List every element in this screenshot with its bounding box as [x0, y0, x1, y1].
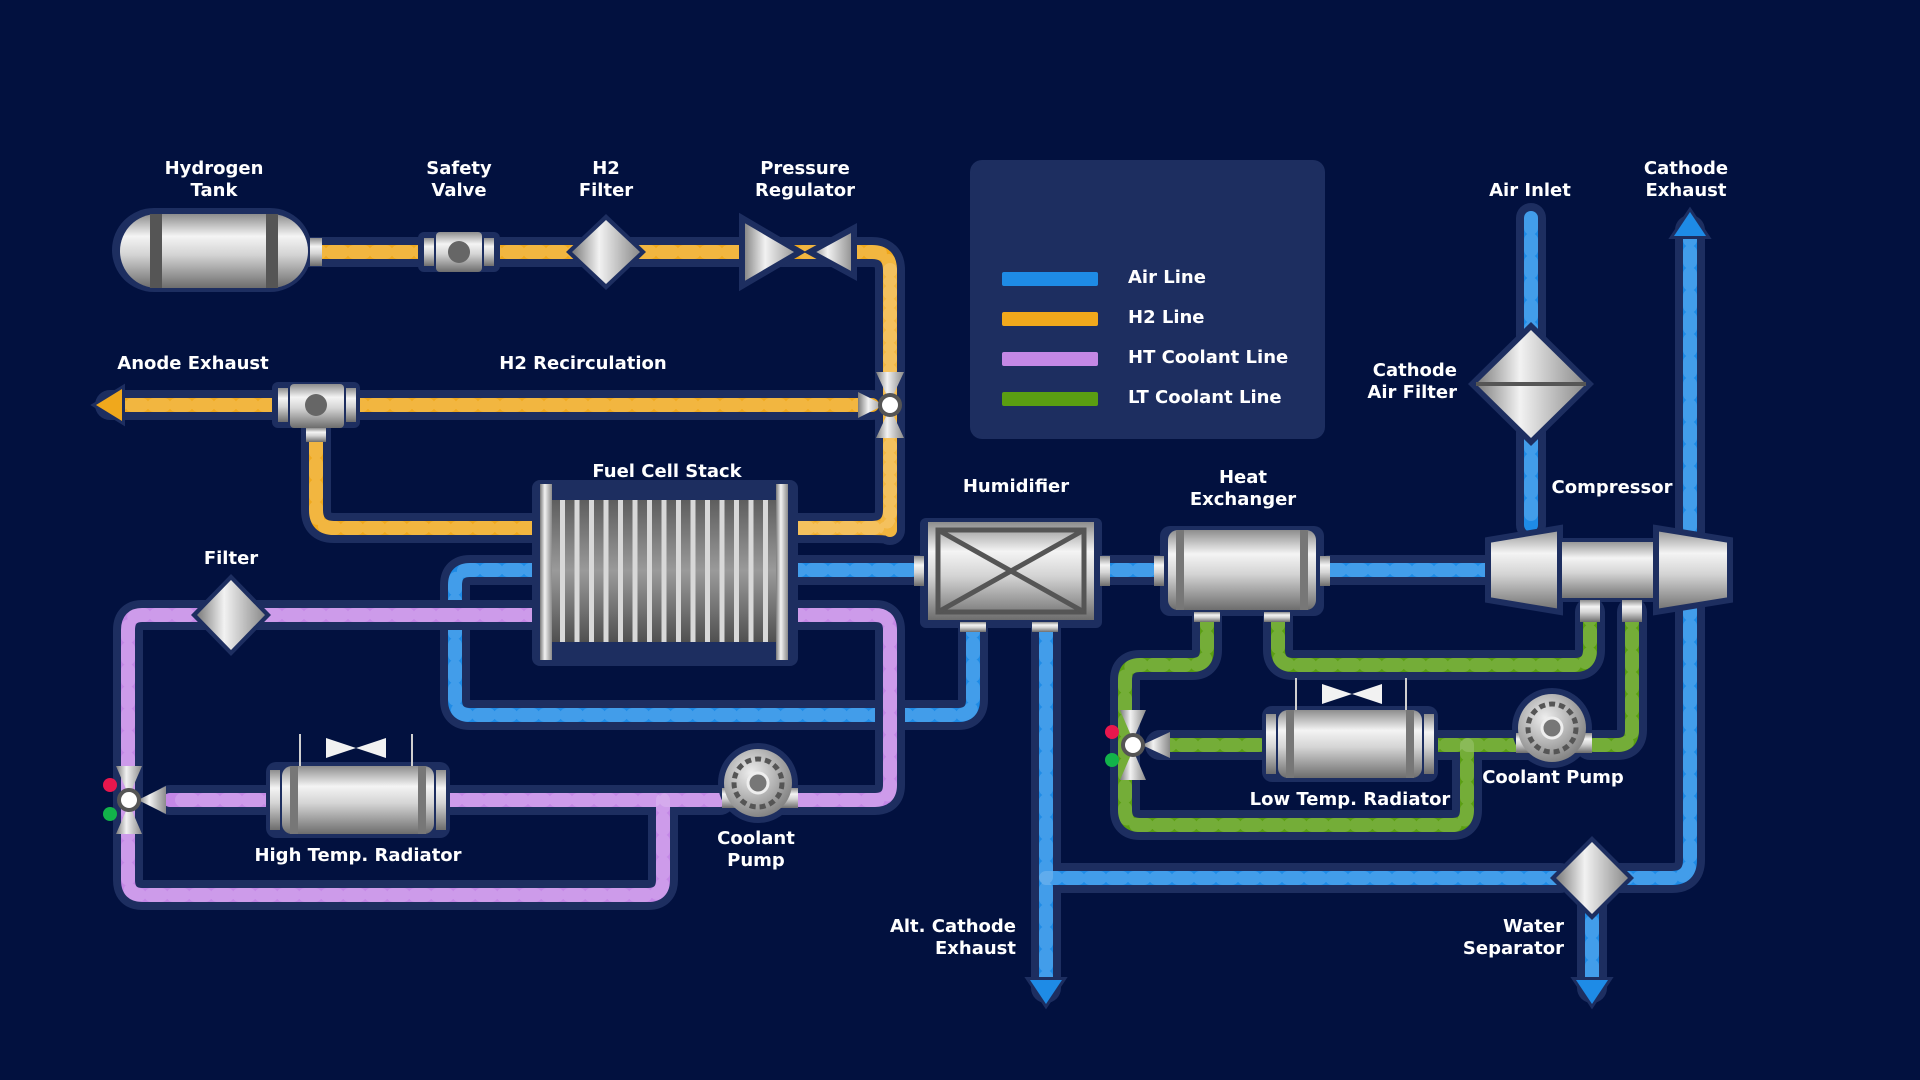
lt-coolant-valve: [1105, 710, 1170, 780]
lt-valve-red-indicator-icon: [1105, 725, 1119, 739]
stack-fin: [719, 500, 725, 642]
label-high-temp-radiator: High Temp. Radiator: [254, 845, 462, 866]
flow-arrows: [90, 206, 1712, 1010]
water-separator-outlet-arrow-icon: [1570, 977, 1614, 1010]
legend-panel: Air Line H2 Line HT Coolant Line LT Cool…: [970, 160, 1325, 439]
air-pipe-highlight: [448, 563, 980, 722]
h2-pipe-highlight: [309, 413, 547, 535]
stack-fin: [560, 500, 565, 642]
h2-filter: [566, 214, 646, 290]
humidifier: [914, 518, 1110, 632]
high-temp-radiator: [266, 734, 450, 838]
label-humidifier: Humidifier: [962, 476, 1070, 497]
air-pipe-highlight: [1593, 223, 1697, 885]
alt-cathode-exhaust-arrow-icon: [1024, 977, 1068, 1010]
h2-pipe-highlight: [783, 263, 897, 535]
stack-fin: [676, 500, 681, 642]
air-line-pipes: [440, 203, 1705, 1003]
label-fuel-cell-stack: Fuel Cell Stack: [592, 461, 742, 482]
label-safety-valve: Safety Valve: [426, 158, 492, 201]
hydrogen-tank: [112, 208, 322, 292]
stack-fin: [574, 500, 580, 642]
cathode-air-filter: [1468, 322, 1594, 446]
valve-green-indicator-icon: [103, 807, 117, 821]
label-cathode-exhaust: Cathode Exhaust: [1643, 158, 1729, 201]
ht-coolant-pipe: [121, 608, 670, 902]
label-air-inlet: Air Inlet: [1489, 180, 1571, 201]
ht-coolant-pump: [718, 743, 798, 823]
ht-coolant-pipe-highlight: [763, 608, 897, 807]
legend-label: HT Coolant Line: [1128, 347, 1289, 368]
ht-coolant-valve: [103, 766, 166, 834]
label-water-separator: Water Separator: [1462, 916, 1564, 959]
lt-fan-icon: [1322, 684, 1382, 704]
stack-fin: [705, 500, 710, 642]
h2-pipe: [783, 263, 897, 535]
ht-filter: [191, 574, 271, 656]
label-compressor: Compressor: [1551, 477, 1673, 498]
stack-fin: [690, 500, 696, 642]
cathode-exhaust-arrow-icon: [1668, 206, 1712, 239]
h2-pipe: [309, 413, 547, 535]
legend-swatch-ht-coolant: [1002, 352, 1098, 366]
lt-coolant-pipe: [1583, 605, 1639, 752]
label-coolant-pump-lt: Coolant Pump: [1482, 767, 1624, 788]
label-pressure-regulator: Pressure Regulator: [755, 158, 855, 201]
h2-pipe-outline: [301, 405, 555, 543]
low-temp-radiator: [1262, 678, 1438, 782]
lt-valve-green-indicator-icon: [1105, 753, 1119, 767]
lt-coolant-pipe: [1271, 605, 1597, 672]
legend-swatch-lt-coolant: [1002, 392, 1098, 406]
stack-fin: [734, 500, 739, 642]
stack-fin: [661, 500, 667, 642]
label-hydrogen-tank: Hydrogen Tank: [164, 158, 264, 201]
label-low-temp-radiator: Low Temp. Radiator: [1249, 789, 1451, 810]
lt-coolant-pump: [1512, 688, 1592, 768]
compressor: [1485, 524, 1733, 622]
legend-label: LT Coolant Line: [1128, 387, 1282, 408]
h2-recirculation-valve: [858, 372, 904, 438]
label-h2-recirculation: H2 Recirculation: [499, 353, 667, 374]
ht-coolant-pipe: [763, 608, 897, 807]
fuel-cell-stack: [532, 480, 798, 666]
lt-coolant-pipe-highlight: [1583, 605, 1639, 752]
label-cathode-air-filter: Cathode Air Filter: [1367, 360, 1457, 403]
water-separator: [1550, 836, 1634, 920]
label-alt-cathode-exhaust: Alt. Cathode Exhaust: [889, 916, 1016, 959]
anode-exhaust-arrow-icon: [90, 383, 125, 427]
label-coolant-pump-ht: Coolant Pump: [717, 828, 795, 871]
legend-label: H2 Line: [1128, 307, 1205, 328]
legend-swatch-h2: [1002, 312, 1098, 326]
label-anode-exhaust: Anode Exhaust: [117, 353, 269, 374]
stack-fin: [748, 500, 754, 642]
lt-coolant-pipe-highlight: [1271, 605, 1597, 672]
fan-icon: [326, 738, 386, 758]
lt-coolant-pipe-outline: [1263, 597, 1605, 680]
stack-fin: [632, 500, 638, 642]
pressure-regulator: [739, 212, 857, 292]
ht-coolant-pipe-highlight: [121, 608, 670, 902]
heat-exchanger: [1154, 526, 1330, 622]
label-heat-exchanger: Heat Exchanger: [1189, 467, 1297, 510]
label-h2-filter: H2 Filter: [578, 158, 634, 201]
stack-fin: [589, 500, 594, 642]
anode-exhaust-valve: [272, 382, 360, 442]
stack-fin: [647, 500, 652, 642]
valve-red-indicator-icon: [103, 778, 117, 792]
safety-valve: [418, 232, 500, 272]
label-filter: Filter: [203, 548, 259, 569]
air-pipe: [1593, 223, 1697, 885]
stack-fin: [763, 500, 768, 642]
legend-swatch-air: [1002, 272, 1098, 286]
legend-label: Air Line: [1128, 267, 1206, 288]
air-pipe: [448, 563, 980, 722]
stack-fin: [618, 500, 623, 642]
stack-fin: [603, 500, 609, 642]
